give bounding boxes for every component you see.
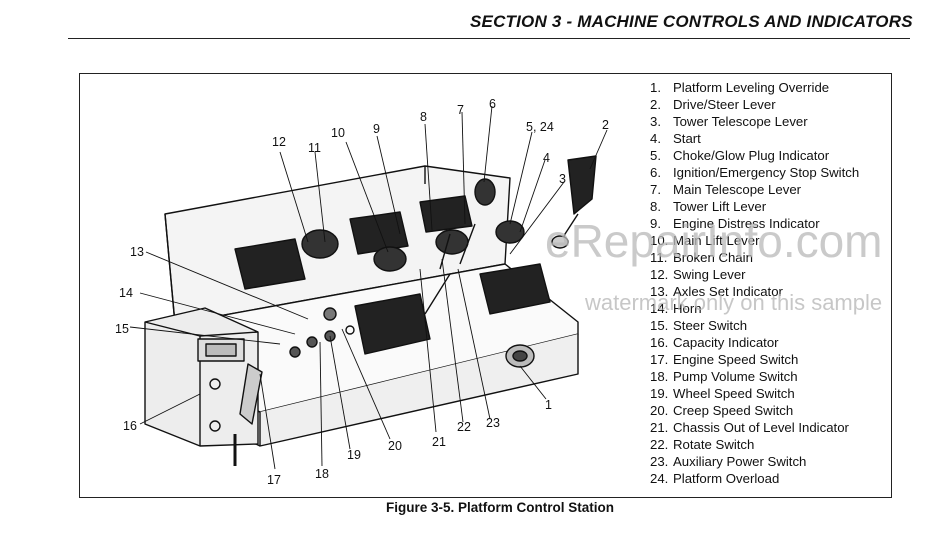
legend-item: 14.Horn xyxy=(650,301,702,316)
header-rule xyxy=(68,38,910,39)
capacity-indicator-box xyxy=(144,307,259,447)
callout-3: 3 xyxy=(559,172,566,186)
callout-4: 4 xyxy=(543,151,550,165)
legend-item: 6.Ignition/Emergency Stop Switch xyxy=(650,165,860,180)
legend-item: 7.Main Telescope Lever xyxy=(650,182,802,197)
callout-15: 15 xyxy=(115,322,129,336)
callout-16: 16 xyxy=(123,419,137,433)
callout-21: 21 xyxy=(432,435,446,449)
callout-23: 23 xyxy=(486,416,500,430)
legend-item: 10.Main Lift Lever xyxy=(650,233,760,248)
callout-20: 20 xyxy=(388,439,402,453)
callout-7: 7 xyxy=(457,103,464,117)
callout-6: 6 xyxy=(489,97,496,111)
callout-9: 9 xyxy=(373,122,380,136)
legend-item: 20.Creep Speed Switch xyxy=(650,403,794,418)
lever-boot-main-telescope xyxy=(419,195,473,233)
figure-caption: Figure 3-5. Platform Control Station xyxy=(386,500,615,515)
callout-5-24: 5, 24 xyxy=(526,120,554,134)
callout-1: 1 xyxy=(545,398,552,412)
callout-18: 18 xyxy=(315,467,329,481)
legend-item: 24.Platform Overload xyxy=(650,471,780,486)
callout-14: 14 xyxy=(119,286,133,300)
lever-boot-drive xyxy=(479,263,551,315)
legend-item: 23.Auxiliary Power Switch xyxy=(650,454,807,469)
legend-item: 2.Drive/Steer Lever xyxy=(650,97,776,112)
legend-item: 9.Engine Distress Indicator xyxy=(650,216,820,231)
legend-item: 8.Tower Lift Lever xyxy=(650,199,767,214)
lever-boot-tower-lift xyxy=(354,293,431,355)
legend-item: 19.Wheel Speed Switch xyxy=(650,386,795,401)
legend-item: 18.Pump Volume Switch xyxy=(650,369,798,384)
legend-item: 17.Engine Speed Switch xyxy=(650,352,799,367)
legend-item: 11.Broken Chain xyxy=(650,250,753,265)
callout-11: 11 xyxy=(308,141,321,155)
callout-19: 19 xyxy=(347,448,361,462)
callout-22: 22 xyxy=(457,420,471,434)
callout-13: 13 xyxy=(130,245,144,259)
figure-frame xyxy=(79,73,892,498)
legend-item: 21.Chassis Out of Level Indicator xyxy=(650,420,849,435)
legend-item: 22.Rotate Switch xyxy=(650,437,755,452)
callout-17: 17 xyxy=(267,473,281,487)
lever-boot-main-lift xyxy=(349,211,409,255)
lever-boot-swing xyxy=(234,238,306,290)
callout-8: 8 xyxy=(420,110,427,124)
watermark-sub: watermark only on this sample xyxy=(585,290,883,315)
section-title: SECTION 3 - MACHINE CONTROLS AND INDICAT… xyxy=(470,12,913,31)
watermark-main: eRepairInfo.com xyxy=(545,215,883,267)
callout-2: 2 xyxy=(602,118,609,132)
drive-steer-joystick xyxy=(567,155,597,215)
legend-item: 16.Capacity Indicator xyxy=(650,335,779,350)
legend-item: 1.Platform Leveling Override xyxy=(650,80,830,95)
legend-item: 15.Steer Switch xyxy=(650,318,748,333)
callout-12: 12 xyxy=(272,135,286,149)
legend-list: 1.Platform Leveling Override 2.Drive/Ste… xyxy=(650,79,859,487)
legend-item: 4.Start xyxy=(650,131,701,146)
control-station-illustration xyxy=(129,105,608,470)
callout-10: 10 xyxy=(331,126,345,140)
legend-item: 12.Swing Lever xyxy=(650,267,746,282)
legend-item: 13.Axles Set Indicator xyxy=(650,284,783,299)
legend-item: 3.Tower Telescope Lever xyxy=(650,114,808,129)
legend-item: 5.Choke/Glow Plug Indicator xyxy=(650,148,830,163)
